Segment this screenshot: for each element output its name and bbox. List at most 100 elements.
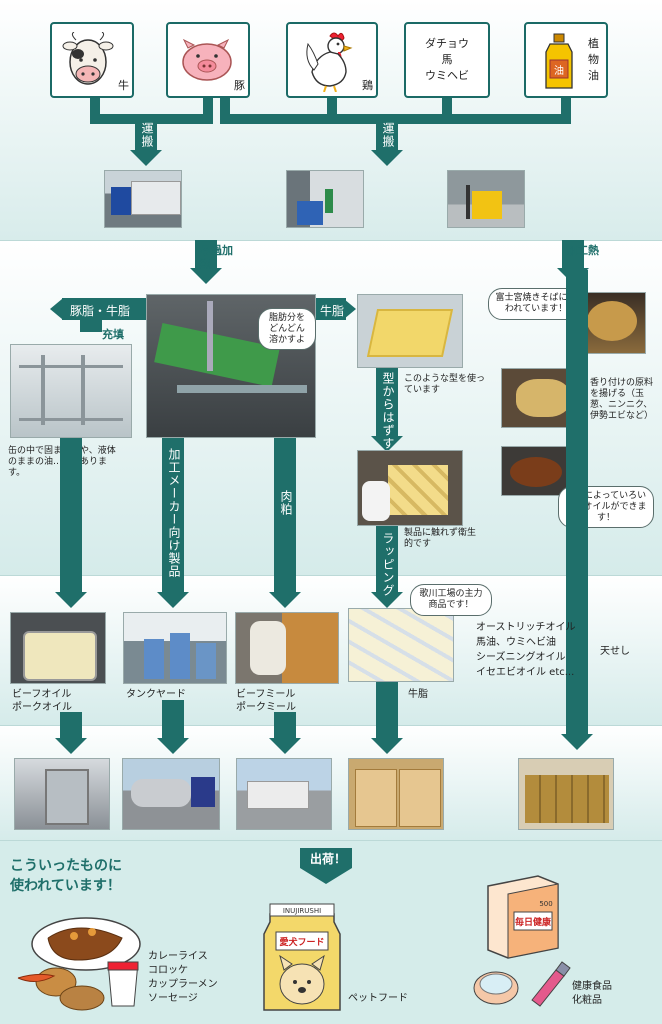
oil-list: オーストリッチオイル 馬油、ウミヘビ油 シーズニングオイル イセエビオイル et… (476, 620, 576, 680)
tank-yard-label: タンクヤード (126, 689, 186, 700)
usage-headline: こういったものに 使われています！ (10, 856, 122, 896)
pet-food-box-text: 愛犬フード (279, 936, 324, 948)
pet-food-brand-text: INUJIRUSHI (283, 907, 321, 915)
card-cow: 牛 (50, 22, 134, 98)
connector (561, 98, 571, 120)
lard-tallow-label: 豚脂・牛脂 (70, 304, 131, 318)
usage-headline-line: 使われています！ (10, 878, 121, 894)
oil-bottle-text: 油 (554, 64, 564, 77)
tallow-bar (316, 298, 346, 320)
transport-left-label: 運搬 (140, 122, 154, 148)
transport-arrow-right (376, 118, 398, 152)
flow-down (376, 682, 398, 740)
flow-down (162, 700, 184, 740)
cow-label: 牛 (118, 79, 129, 92)
photo-wrapped-tallow (348, 608, 454, 682)
arrow-head (157, 738, 189, 754)
flow-specialty (566, 270, 588, 736)
hygiene-note: 製品に触れず衛生的です (404, 528, 477, 549)
chicken-icon (306, 32, 353, 92)
pork-oil-label: ポークオイル (12, 702, 72, 713)
ship-bar (300, 848, 352, 868)
arrow-head (561, 734, 593, 750)
beef-meal-label: ビーフミール (236, 689, 296, 700)
connector (90, 98, 100, 120)
ostrich-label: ダチョウ (425, 37, 469, 50)
process-heat-label: 加工熱 (566, 244, 599, 257)
photo-unloading (286, 170, 364, 228)
card-chicken: 鶏 (286, 22, 378, 98)
flavor-note: 香り付けの原料を揚げる（玉葱、ニンニク、伊勢エビなど） (590, 378, 654, 421)
ship-label: 出荷！ (310, 852, 347, 866)
transport-arrow-left (135, 118, 157, 152)
curry-croquette-icon (17, 917, 141, 1011)
beef-oil-label: ビーフオイル (12, 689, 72, 700)
tensei-label: 天せし (600, 646, 630, 657)
tallow-process-label: 牛脂 (320, 304, 345, 318)
photo-meal (235, 612, 339, 684)
arrow-head (190, 268, 222, 284)
meat-meal-label: 肉粕 (279, 490, 293, 516)
pet-food-label: ペットフード (348, 993, 408, 1004)
food-item: ソーセージ (148, 993, 198, 1004)
process-heat-arrow (562, 240, 584, 270)
connector (220, 98, 230, 120)
remove-mold-label: 型からはずす (381, 372, 395, 450)
flow-down (60, 712, 82, 740)
arrow-head (300, 868, 352, 884)
photo-beef-oil (10, 612, 106, 684)
flow-down (274, 712, 296, 740)
for-makers-label: 加工メーカー向け製品 (167, 448, 181, 578)
arrow-head (50, 299, 62, 319)
arrow-head (371, 436, 403, 452)
photo-truck (104, 170, 182, 228)
health-box-text: 毎日健康 (515, 916, 552, 928)
cosmetics-label: 化粧品 (572, 995, 602, 1006)
bubble-fat: 脂肪分をどんどん溶かすよ (258, 308, 316, 350)
render-heat-label-box: ろ過加熱 (200, 244, 240, 274)
bubble-main-product: 歌川工場の主力商品です！ (410, 584, 492, 616)
wrapping-arrow (376, 526, 398, 594)
oil-list-item: オーストリッチオイル (476, 622, 576, 633)
pork-meal-label: ポークミール (236, 702, 296, 713)
lard-tallow-bar (62, 298, 146, 320)
arrow-head (344, 299, 356, 319)
photo-molds (357, 294, 463, 368)
render-arrow (195, 240, 217, 270)
photo-forklift (447, 170, 525, 228)
chicken-label: 鶏 (362, 79, 373, 92)
card-ostrich-horse-emu: ダチョウ 馬 ウミヘビ (404, 22, 490, 98)
food-list: カレーライス コロッケ カップラーメン ソーセージ (148, 950, 218, 1006)
arrow-head (269, 738, 301, 754)
connector (442, 98, 452, 120)
pig-icon (182, 38, 232, 81)
health-labels: 健康食品 化粧品 (572, 980, 612, 1008)
card-vegetable-oil: 油 植物油 (524, 22, 608, 98)
transport-right-label: 運搬 (381, 122, 395, 148)
filling-connector (80, 318, 102, 332)
flow-meal (274, 438, 296, 594)
pet-food-bag-icon: INUJIRUSHI 愛犬フード (263, 903, 341, 1011)
arrow-head (371, 738, 403, 754)
arrow-head (55, 592, 87, 608)
photo-tallow-blocks (357, 450, 463, 526)
sea-snake-label: ウミヘビ (425, 69, 469, 82)
arrow-head (157, 592, 189, 608)
veg-oil-label: 植物油 (588, 37, 599, 82)
health-cosmetics-icon: 毎日健康 500 (473, 875, 571, 1007)
horse-label: 馬 (441, 53, 453, 66)
photo-oil-cans (518, 758, 614, 830)
health-box-number: 500 (539, 900, 552, 908)
connector (327, 98, 337, 120)
photo-meal-truck (236, 758, 332, 830)
card-pig: 豚 (166, 22, 250, 98)
arrow-head (55, 738, 87, 754)
arrow-head (269, 592, 301, 608)
food-item: カップラーメン (148, 979, 218, 990)
flow-oil (60, 438, 82, 594)
photo-oil-pot (501, 446, 571, 496)
food-item: コロッケ (148, 965, 188, 976)
photo-boxes (348, 758, 444, 830)
remove-mold-arrow (376, 368, 398, 438)
